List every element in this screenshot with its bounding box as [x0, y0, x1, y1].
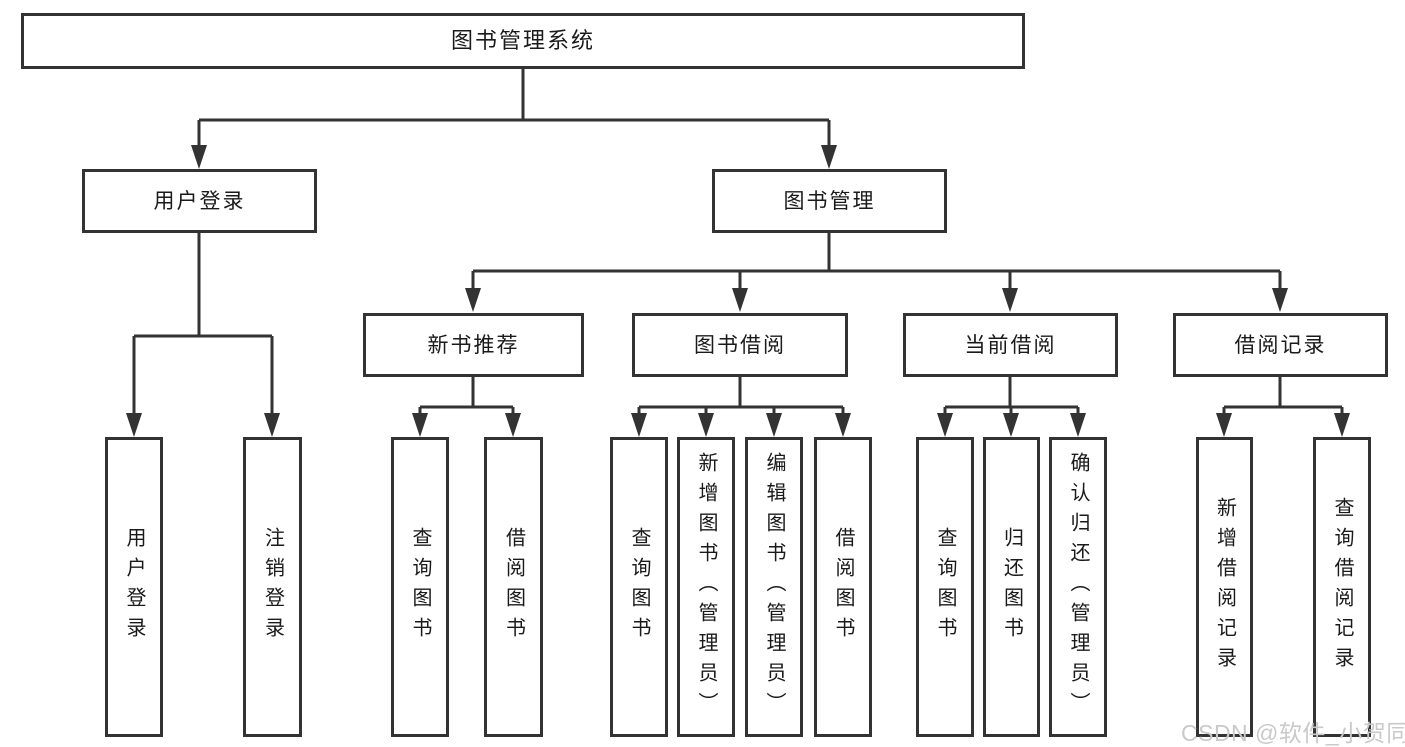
leaf-add-borrow-record: 新增借阅记录 [1196, 437, 1253, 737]
node-book-management: 图书管理 [712, 169, 947, 233]
leaf-logout: 注销登录 [243, 437, 302, 737]
csdn-watermark: CSDN @软件_小贺同学 [1181, 720, 1405, 746]
node-current-borrow-label: 当前借阅 [964, 333, 1057, 357]
connector-borrow-records-children [1222, 377, 1344, 418]
leaf-query-books-borrow-label: 查询图书 [628, 527, 650, 647]
connector-book-management-children [471, 233, 1282, 292]
node-new-book-recommend-label: 新书推荐 [427, 333, 520, 357]
arrowhead-icons [126, 145, 1350, 437]
node-user-login-label: 用户登录 [153, 189, 246, 213]
node-library-system-label: 图书管理系统 [450, 28, 595, 53]
node-library-system: 图书管理系统 [21, 13, 1025, 69]
leaf-borrow-books-2: 借阅图书 [814, 437, 872, 737]
connector-book-borrow-children [637, 377, 845, 418]
leaf-user-login: 用户登录 [105, 437, 163, 737]
leaf-return-book: 归还图书 [983, 437, 1040, 737]
leaf-edit-book-admin: 编辑图书（管理员） [745, 437, 803, 737]
node-user-login: 用户登录 [82, 169, 317, 233]
connector-current-borrow-children [943, 377, 1080, 418]
leaf-query-books-current: 查询图书 [916, 437, 974, 737]
node-current-borrow: 当前借阅 [903, 313, 1118, 377]
leaf-query-books-recommend: 查询图书 [391, 437, 449, 737]
node-borrow-records: 借阅记录 [1173, 313, 1388, 377]
connector-user-login-children [132, 233, 274, 418]
leaf-query-books-current-label: 查询图书 [934, 527, 956, 647]
connector-root-to-level2 [197, 69, 831, 150]
leaf-add-book-admin-label: 新增图书（管理员） [695, 452, 717, 722]
leaf-add-book-admin: 新增图书（管理员） [677, 437, 735, 737]
leaf-query-borrow-record-label: 查询借阅记录 [1331, 497, 1353, 677]
node-borrow-records-label: 借阅记录 [1234, 333, 1327, 357]
connector-new-book-children [418, 377, 515, 418]
leaf-borrow-books-recommend-label: 借阅图书 [502, 527, 525, 647]
node-book-borrow: 图书借阅 [632, 313, 848, 377]
leaf-return-book-label: 归还图书 [1000, 527, 1023, 647]
leaf-add-borrow-record-label: 新增借阅记录 [1213, 497, 1236, 677]
leaf-borrow-books-2-label: 借阅图书 [832, 527, 854, 647]
leaf-logout-label: 注销登录 [261, 527, 284, 647]
leaf-query-books-recommend-label: 查询图书 [409, 527, 431, 647]
node-book-borrow-label: 图书借阅 [694, 333, 786, 357]
leaf-confirm-return-admin-label: 确认归还（管理员） [1067, 452, 1089, 722]
node-book-management-label: 图书管理 [783, 189, 876, 213]
leaf-query-books-borrow: 查询图书 [610, 437, 668, 737]
leaf-borrow-books-recommend: 借阅图书 [484, 437, 543, 737]
node-new-book-recommend: 新书推荐 [363, 313, 584, 377]
leaf-edit-book-admin-label: 编辑图书（管理员） [763, 452, 785, 722]
leaf-confirm-return-admin: 确认归还（管理员） [1049, 437, 1107, 737]
leaf-user-login-label: 用户登录 [123, 527, 145, 647]
leaf-query-borrow-record: 查询借阅记录 [1313, 437, 1371, 737]
